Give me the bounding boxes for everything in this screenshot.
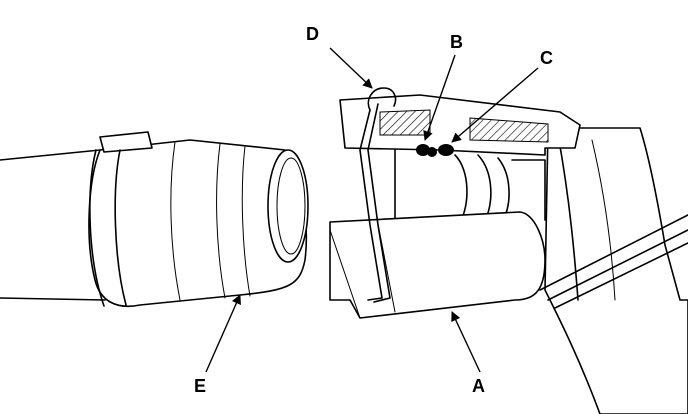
connector-housing xyxy=(329,94,581,319)
leader-b xyxy=(423,54,456,141)
o-rings xyxy=(416,144,454,157)
label-e: E xyxy=(194,376,206,396)
label-d: D xyxy=(306,24,319,44)
label-b: B xyxy=(450,32,463,52)
label-a: A xyxy=(472,376,485,396)
leader-a xyxy=(451,311,481,373)
o-ring-c xyxy=(438,144,454,156)
pipe-right xyxy=(539,127,688,414)
o-ring-b xyxy=(416,144,430,156)
retaining-clip xyxy=(359,87,397,303)
leader-e xyxy=(205,294,241,373)
hose-left xyxy=(0,131,309,307)
callout-labels: D B C E A xyxy=(194,24,553,396)
leader-lines xyxy=(205,47,539,373)
leader-d xyxy=(329,47,373,89)
label-c: C xyxy=(540,48,553,68)
leader-c xyxy=(451,67,539,143)
o-ring-b2 xyxy=(427,147,437,157)
